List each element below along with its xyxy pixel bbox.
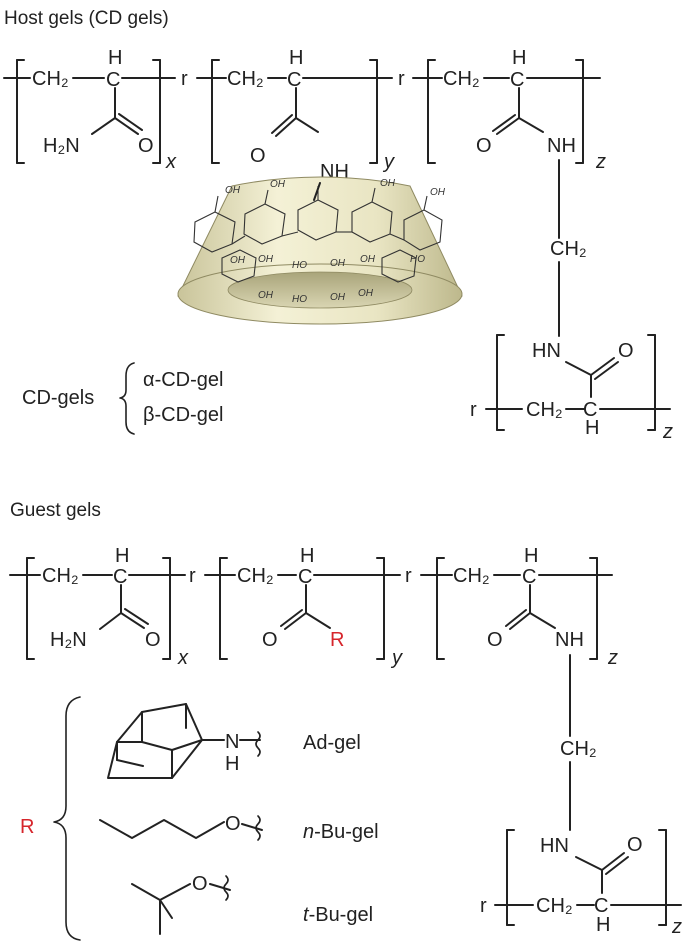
o-link: O xyxy=(618,340,634,362)
ho-1: HO xyxy=(292,260,307,271)
ad-n: N xyxy=(225,731,239,753)
nbu-o: O xyxy=(225,813,241,835)
sub-y: y xyxy=(382,151,395,173)
guest-polymer-backbone: CH₂ H C H₂N O x r CH₂ H C O R y xyxy=(9,545,618,669)
tbu-prefix: t xyxy=(303,904,310,926)
r-group-definitions: R N H Ad-gel O n-Bu-gel xyxy=(20,696,379,941)
nbu-prefix: n xyxy=(303,821,314,843)
ch2-glink-2: CH₂ xyxy=(536,895,573,917)
nbu-suffix: -Bu-gel xyxy=(314,821,378,843)
cd-gel-item-alpha: α-CD-gel xyxy=(143,369,223,391)
sub-gz-2: z xyxy=(671,916,682,938)
cyclodextrin-torus: OH OH OH OH OH OH HO OH OH HO OH HO OH O… xyxy=(177,176,463,325)
oh-7: OH xyxy=(330,258,346,269)
oh-2: OH xyxy=(270,179,286,190)
hn-link: HN xyxy=(532,340,561,362)
oh-8: OH xyxy=(360,254,376,265)
o-z: O xyxy=(476,135,492,157)
cd-gels-list: CD-gels α-CD-gel β-CD-gel xyxy=(22,362,223,435)
h-link: H xyxy=(585,417,599,439)
sub-gy: y xyxy=(390,647,403,669)
r-group-label: R xyxy=(20,816,34,838)
sub-z-1: z xyxy=(595,151,606,173)
o-y: O xyxy=(250,145,266,167)
ch2-x: CH₂ xyxy=(32,68,69,90)
tbu-o: O xyxy=(192,873,208,895)
r-link-1: r xyxy=(181,68,188,90)
h-glink: H xyxy=(596,914,610,936)
o-glink: O xyxy=(627,834,643,856)
h-gy: H xyxy=(300,545,314,567)
o-gx: O xyxy=(145,629,161,651)
t-butyl-structure: O xyxy=(131,873,231,935)
nh-gz: NH xyxy=(555,629,584,651)
r-link-g3: r xyxy=(480,895,487,917)
ch2-link-2: CH₂ xyxy=(526,399,563,421)
oh-10: OH xyxy=(330,292,346,303)
cd-gel-item-beta: β-CD-gel xyxy=(143,404,223,426)
ch2-link: CH₂ xyxy=(550,238,587,260)
n-butyl-structure: O xyxy=(99,813,263,841)
c-link: C xyxy=(583,399,597,421)
ch2-gy: CH₂ xyxy=(237,565,274,587)
h-x: H xyxy=(108,47,122,69)
r-link-g2: r xyxy=(405,565,412,587)
o-x: O xyxy=(138,135,154,157)
sub-x: x xyxy=(165,151,177,173)
ch2-y: CH₂ xyxy=(227,68,264,90)
cd-gels-label: CD-gels xyxy=(22,387,94,409)
ch2-gx: CH₂ xyxy=(42,565,79,587)
c-gy: C xyxy=(298,566,312,588)
nbu-gel-label: n-Bu-gel xyxy=(303,821,379,843)
guest-crosslinker: CH₂ HN O r CH₂ C H z xyxy=(480,654,682,938)
host-gels-title: Host gels (CD gels) xyxy=(4,8,169,29)
tbu-suffix: -Bu-gel xyxy=(309,904,373,926)
hn-glink: HN xyxy=(540,835,569,857)
r-link-3: r xyxy=(470,399,477,421)
h-gx: H xyxy=(115,545,129,567)
ho-2: HO xyxy=(410,254,425,265)
sub-z-2: z xyxy=(662,421,673,443)
ch2-gz: CH₂ xyxy=(453,565,490,587)
oh-5: OH xyxy=(230,255,246,266)
host-polymer-backbone: CH₂ H C H₂N O x r CH₂ H C O NH y xyxy=(3,47,606,183)
c-z: C xyxy=(510,69,524,91)
ad-h: H xyxy=(225,753,239,775)
ch2-glink: CH₂ xyxy=(560,738,597,760)
c-x: C xyxy=(106,69,120,91)
h-z: H xyxy=(512,47,526,69)
o-gy: O xyxy=(262,629,278,651)
c-gx: C xyxy=(113,566,127,588)
oh-11: OH xyxy=(358,288,374,299)
nh-z: NH xyxy=(547,135,576,157)
r-link-2: r xyxy=(398,68,405,90)
sub-gz: z xyxy=(607,647,618,669)
h-gz: H xyxy=(524,545,538,567)
h2n-gx: H₂N xyxy=(50,629,87,651)
o-gz: O xyxy=(487,629,503,651)
c-gz: C xyxy=(522,566,536,588)
ch2-z: CH₂ xyxy=(443,68,480,90)
oh-1: OH xyxy=(225,185,241,196)
oh-9: OH xyxy=(258,290,274,301)
r-group-gy: R xyxy=(330,629,344,651)
adamantyl-structure: N H xyxy=(107,703,261,779)
oh-6: OH xyxy=(258,254,274,265)
tbu-gel-label: t-Bu-gel xyxy=(303,904,373,926)
c-y: C xyxy=(287,69,301,91)
oh-3: OH xyxy=(380,178,396,189)
host-crosslinker: CH₂ HN O r CH₂ C H z xyxy=(470,159,673,443)
sub-gx: x xyxy=(177,647,189,669)
ho-3: HO xyxy=(292,294,307,305)
ad-gel-label: Ad-gel xyxy=(303,732,361,754)
r-link-g1: r xyxy=(189,565,196,587)
guest-gels-title: Guest gels xyxy=(10,500,101,521)
h-y: H xyxy=(289,47,303,69)
h2n-x: H₂N xyxy=(43,135,80,157)
oh-4: OH xyxy=(430,187,446,198)
c-glink: C xyxy=(594,895,608,917)
